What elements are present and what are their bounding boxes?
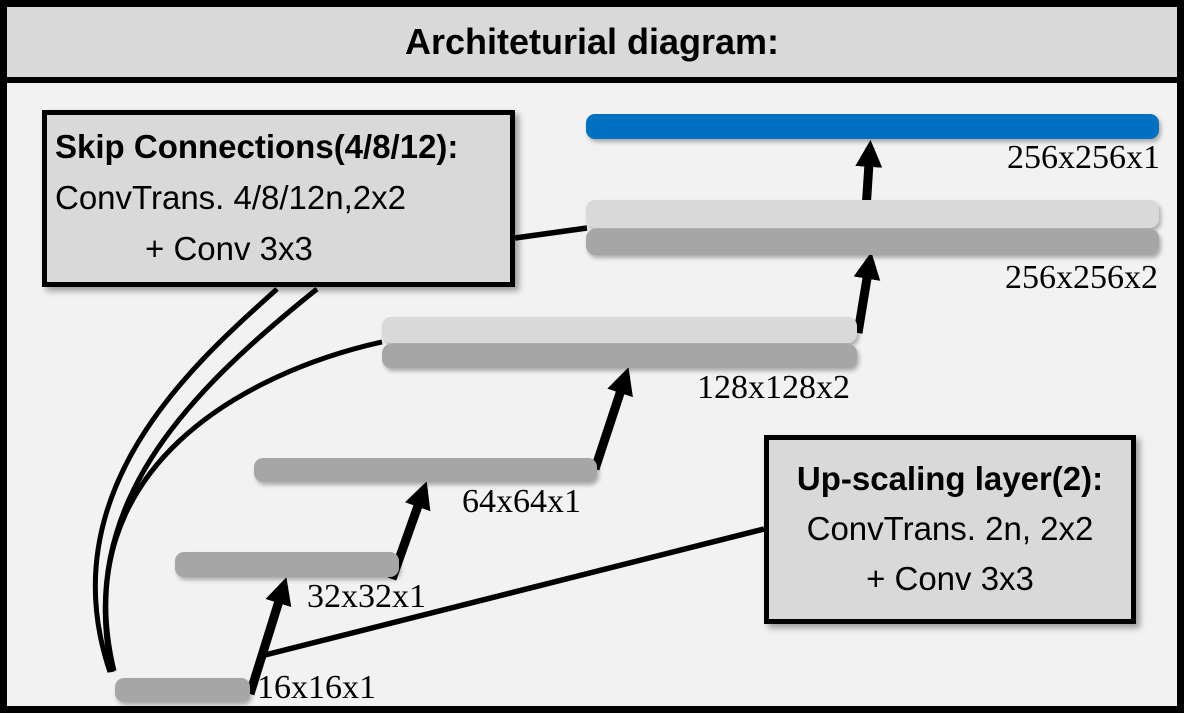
upscale-box-line2: ConvTrans. 2n, 2x2: [806, 510, 1094, 547]
upscale-box-line3: + Conv 3x3: [866, 560, 1034, 597]
layer-bar-feature-256-light: [586, 200, 1159, 228]
skip-box-line2: ConvTrans. 4/8/12n,2x2: [55, 179, 406, 216]
layer-label-32x32x1: 32x32x1: [307, 578, 426, 615]
layer-bar-feature-64x64x1: [254, 458, 597, 482]
layer-bar-feature-128-light: [382, 317, 857, 343]
layer-bar-feature-256-dark: [586, 229, 1159, 255]
skip-curve-1: [92, 287, 279, 673]
layer-label-16x16x1: 16x16x1: [257, 669, 376, 706]
upscale-arrow-4: [853, 252, 881, 334]
title-bar: Architeturial diagram:: [7, 7, 1177, 83]
upscale-arrow-3: [590, 367, 633, 471]
layer-bar-feature-16x16x1: [115, 678, 250, 702]
layer-bar-feature-32x32x1: [175, 552, 399, 577]
upscaling-layer-box: Up-scaling layer(2): ConvTrans. 2n, 2x2 …: [764, 435, 1136, 624]
layer-label-128x128x2: 128x128x2: [697, 369, 850, 406]
skip-box-title: Skip Connections(4/8/12):: [55, 128, 459, 165]
page-title: Architeturial diagram:: [404, 21, 780, 62]
layer-bar-output-256x256x1: [586, 114, 1159, 139]
layer-bar-feature-128-dark: [382, 344, 857, 368]
skip-box-line3: + Conv 3x3: [145, 230, 313, 267]
callout-line-1: [514, 225, 588, 241]
skip-connections-box: Skip Connections(4/8/12): ConvTrans. 4/8…: [42, 110, 515, 287]
layer-label-256x256x1: 256x256x1: [1007, 139, 1160, 176]
skip-curve-3: [103, 339, 383, 672]
layer-label-256x256x2: 256x256x2: [1005, 259, 1158, 296]
layer-label-64x64x1: 64x64x1: [462, 483, 581, 520]
upscale-box-title: Up-scaling layer(2):: [796, 460, 1104, 497]
